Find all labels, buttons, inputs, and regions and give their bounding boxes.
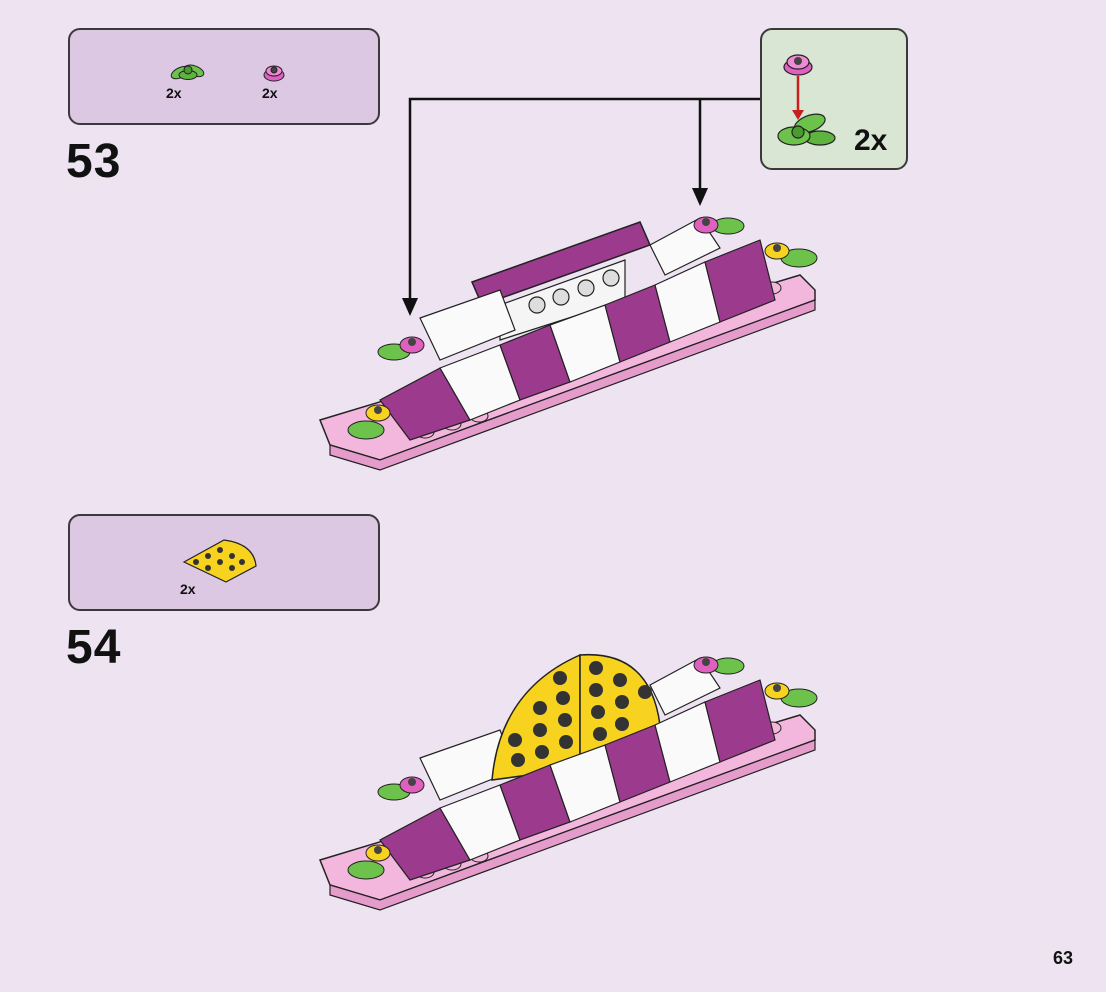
- pink-flower-icon: [378, 777, 424, 800]
- pink-flower-icon: [694, 657, 744, 674]
- yellow-flower-icon: [765, 683, 817, 707]
- page-number: 63: [1053, 948, 1073, 969]
